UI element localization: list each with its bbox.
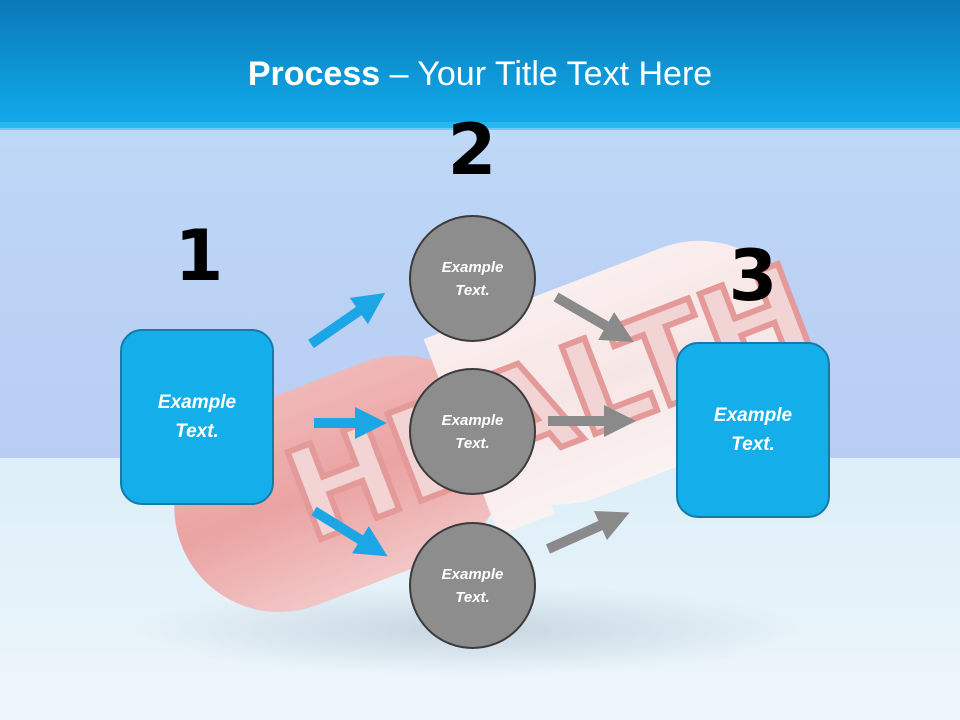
arrow-to-circle-3 <box>311 506 388 557</box>
step-number-2: 2 <box>447 109 497 191</box>
circle-3-text: Example Text. <box>441 565 504 606</box>
arrow-from-circle-3 <box>545 510 630 554</box>
right-text-box: Example Text. <box>676 342 830 518</box>
title-rest: – Your Title Text Here <box>380 55 713 93</box>
title-bold: Process <box>247 55 381 93</box>
arrow-from-circle-1 <box>553 292 634 343</box>
right-box-text: Example Text. <box>713 405 793 455</box>
circle-3: Example Text. <box>409 522 536 649</box>
circle-2-text: Example Text. <box>441 411 504 452</box>
arrow-to-circle-1 <box>308 292 386 349</box>
circle-1: Example Text. <box>409 215 536 342</box>
circle-1-text: Example Text. <box>441 258 504 299</box>
left-text-box: Example Text. <box>120 329 274 505</box>
circle-2: Example Text. <box>409 368 536 495</box>
step-number-3: 3 <box>728 235 778 317</box>
left-box-text: Example Text. <box>157 392 237 442</box>
slide-title: Process – Your Title Text Here <box>0 52 960 96</box>
step-number-1: 1 <box>174 215 224 297</box>
